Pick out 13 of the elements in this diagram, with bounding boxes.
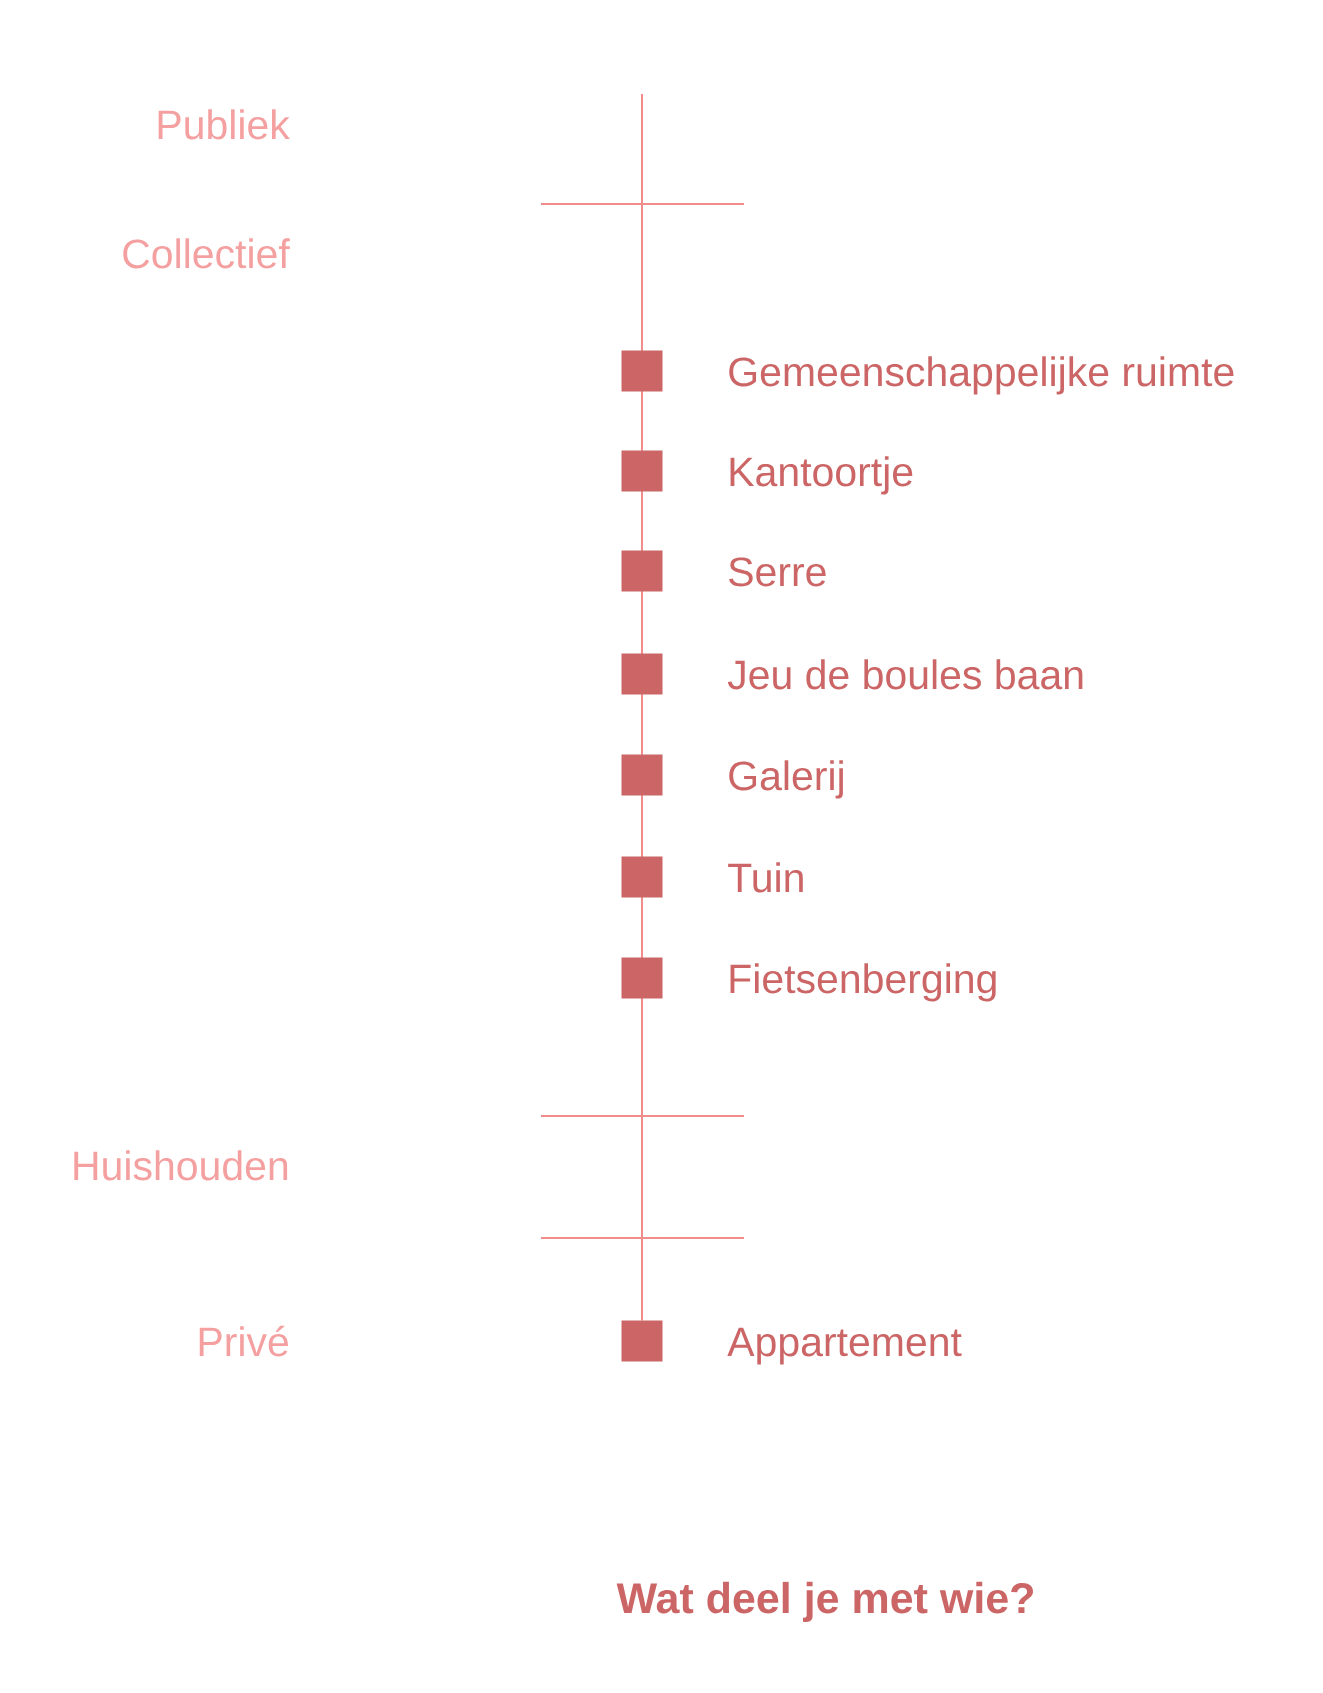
zone-label: Huishouden xyxy=(74,1150,288,1181)
zone-label: Privé xyxy=(199,1325,288,1357)
item-label: Galerij xyxy=(729,760,843,799)
zone-label: Collectief xyxy=(123,238,290,269)
item-label: Appartement xyxy=(727,1327,962,1365)
item-label: Serre xyxy=(729,557,826,587)
item-label: Tuin xyxy=(728,862,803,893)
item-label: Kantoortje xyxy=(730,456,913,495)
item-label: Jeu de boules baan xyxy=(727,659,1083,690)
title: Wat deel je met wie? xyxy=(616,1581,1033,1622)
item-label: Fietsenberging xyxy=(730,963,996,1002)
item-label: Gemeenschappelijke ruimte xyxy=(729,356,1234,395)
zone-label: Publiek xyxy=(158,109,290,140)
